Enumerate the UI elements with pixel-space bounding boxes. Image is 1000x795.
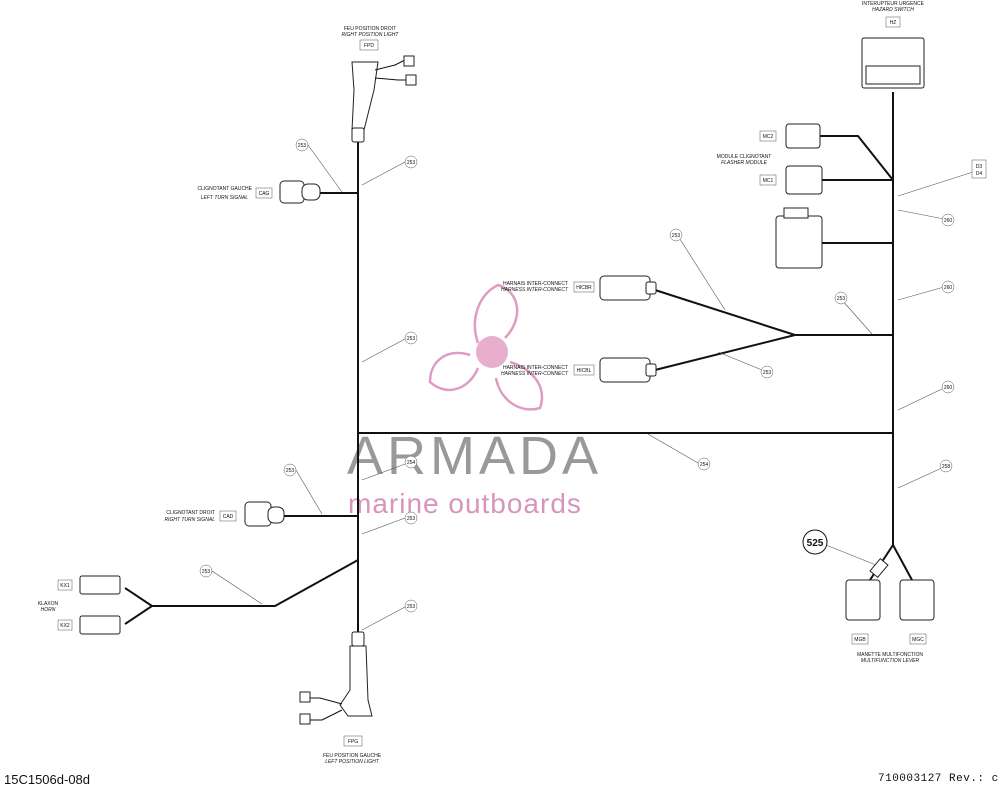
tag-kx2: KX2 — [60, 623, 70, 629]
propeller-hub — [476, 336, 508, 368]
tag-d4: D4 — [976, 171, 983, 177]
reference-bubbles: 253 253 253 253 254 253 253 253 253 253 … — [199, 138, 955, 613]
drawing-id: 15C1506d-08d — [4, 772, 91, 787]
horn-fr: KLAXON — [38, 601, 59, 607]
ref-bubble: 253 — [404, 155, 418, 169]
svg-text:525: 525 — [807, 538, 824, 549]
horn-connectors — [79, 575, 121, 635]
left-turn-connector — [279, 180, 321, 204]
watermark-brand: ARMADA — [347, 426, 602, 486]
propeller-logo — [428, 283, 543, 411]
harness-top-fr: HARNAIS INTER-CONNECT — [503, 281, 568, 287]
ref-bubble: 260 — [941, 380, 955, 394]
flasher-en: FLASHER MODULE — [721, 160, 768, 166]
harness-bottom-fr: HARNAIS INTER-CONNECT — [503, 365, 568, 371]
ref-bubble: 253 — [669, 228, 683, 242]
flasher-fr: MODULE CLIGNOTANT — [717, 154, 772, 160]
tag-fpg: FPG — [348, 739, 358, 745]
tag-fpd: FPD — [364, 43, 374, 49]
ref-bubble: 253 — [760, 365, 774, 379]
watermark: ARMADA marine outboards — [347, 283, 602, 519]
ref-bubble: 253 — [199, 564, 213, 578]
left-position-light — [299, 631, 373, 725]
flasher-module — [775, 207, 823, 269]
harness-connector-top — [599, 275, 657, 301]
right-turn-connector — [244, 501, 285, 527]
wires — [124, 92, 913, 632]
svg-text:253: 253 — [672, 233, 681, 239]
watermark-tagline: marine outboards — [348, 488, 582, 519]
tag-mc2: MC2 — [763, 134, 774, 140]
hazard-en: HAZARD SWITCH — [872, 7, 914, 13]
hazard-switch — [861, 37, 925, 89]
tag-mgb: MGB — [854, 637, 866, 643]
flasher-wire-mc2 — [820, 135, 894, 181]
hazard-fr: INTERUPTEUR URGENCE — [862, 1, 925, 7]
svg-text:260: 260 — [944, 385, 953, 391]
svg-text:254: 254 — [407, 460, 416, 466]
svg-text:253: 253 — [407, 604, 416, 610]
right-position-light-fr: FEU POSITION DROIT — [344, 26, 396, 32]
harness-bottom-en: HARNESS INTER-CONNECT — [501, 371, 569, 377]
svg-text:253: 253 — [202, 569, 211, 575]
svg-text:253: 253 — [407, 160, 416, 166]
part-revision: 710003127 Rev.: c — [878, 773, 999, 785]
svg-text:253: 253 — [763, 370, 772, 376]
harness-connector-bottom — [599, 357, 657, 383]
multifunction-connector-mgb — [845, 579, 881, 621]
ref-bubble: 253 — [404, 331, 418, 345]
tag-kx1: KX1 — [60, 583, 70, 589]
svg-text:253: 253 — [407, 336, 416, 342]
svg-text:253: 253 — [837, 296, 846, 302]
multifunction-en: MULTIFUNCTION LEVER — [861, 658, 920, 664]
tag-hz: HZ — [890, 20, 897, 26]
right-turn-en: RIGHT TURN SIGNAL — [164, 517, 215, 523]
right-turn-fr: CLIGNOTANT DROIT — [166, 510, 215, 516]
left-turn-en: LEFT TURN SIGNAL — [201, 195, 248, 201]
svg-text:253: 253 — [286, 468, 295, 474]
svg-text:260: 260 — [944, 218, 953, 224]
leader-lines — [211, 144, 974, 631]
ref-bubble: 260 — [941, 280, 955, 294]
ref-bubble: 253 — [404, 511, 418, 525]
svg-text:258: 258 — [942, 464, 951, 470]
components — [79, 37, 935, 725]
tag-mc1: MC1 — [763, 178, 774, 184]
left-position-light-fr: FEU POSITION GAUCHE — [323, 753, 382, 759]
tag-d3: D3 — [976, 164, 983, 170]
svg-text:254: 254 — [700, 462, 709, 468]
svg-text:253: 253 — [407, 516, 416, 522]
ref-bubble: 253 — [404, 599, 418, 613]
ref-bubble: 253 — [283, 463, 297, 477]
tag-hicbl: HICBL — [577, 368, 592, 374]
svg-text:253: 253 — [298, 143, 307, 149]
tag-mgc: MGC — [912, 637, 924, 643]
horn-en: HORN — [41, 607, 56, 613]
right-position-light — [351, 55, 417, 143]
ref-bubble: 260 — [941, 213, 955, 227]
ref-bubble: 258 — [939, 459, 953, 473]
multifunction-connector-mgc — [899, 579, 935, 621]
flasher-connector-mc2 — [785, 123, 821, 149]
ref-bubble: 254 — [404, 455, 418, 469]
ref-bubble: 253 — [834, 291, 848, 305]
ref-bubble: 254 — [697, 457, 711, 471]
ref-bubble: 253 — [295, 138, 309, 152]
right-position-light-en: RIGHT POSITION LIGHT — [342, 32, 400, 38]
tag-cag: CAG — [259, 191, 270, 197]
harness-wire — [654, 289, 893, 371]
labels: FEU POSITION DROIT RIGHT POSITION LIGHT … — [38, 1, 987, 765]
left-position-light-en: LEFT POSITION LIGHT — [325, 759, 380, 765]
harness-top-en: HARNESS INTER-CONNECT — [501, 287, 569, 293]
left-turn-fr: CLIGNOTANT GAUCHE — [197, 186, 252, 192]
tag-cad: CAD — [223, 514, 234, 520]
tag-hicbr: HICBR — [576, 285, 592, 291]
horn-wire — [124, 559, 359, 625]
multifunction-fr: MANETTE MULTIFONCTION — [857, 652, 923, 658]
flasher-connector-mc1 — [785, 165, 823, 195]
fuse-ref-bubble: 525 — [802, 529, 828, 555]
svg-text:260: 260 — [944, 285, 953, 291]
